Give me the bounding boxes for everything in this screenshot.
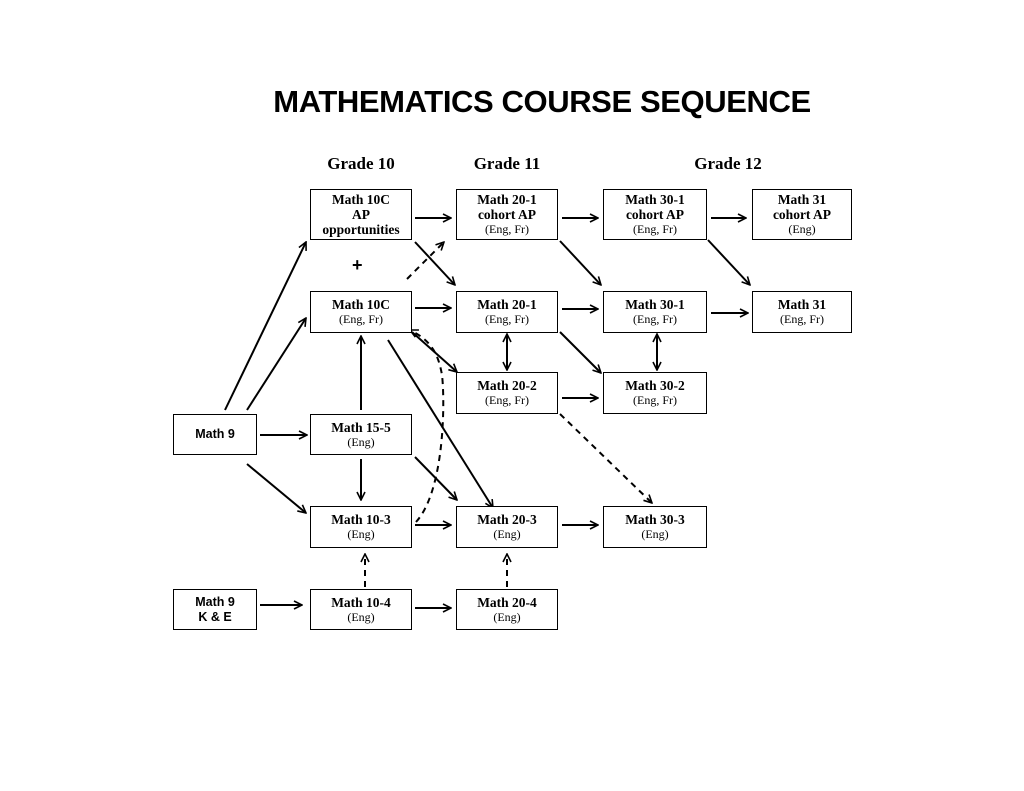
plus-sign: + (352, 255, 363, 275)
arrow-20-1-ap-to-30-1 (559, 240, 601, 285)
dashed-arrow-10c-to-20-1-ap (406, 242, 444, 280)
course-name-line2: cohort AP (772, 207, 832, 222)
course-language: (Eng, Fr) (633, 393, 677, 407)
course-name: Math 20-3 (477, 512, 537, 527)
arrow-math9-to-10c-ap (224, 242, 306, 411)
course-name-line2: AP (352, 207, 370, 222)
course-math-31-cohort-ap: Math 31 cohort AP (Eng) (752, 189, 852, 240)
course-language: (Eng, Fr) (339, 312, 383, 326)
course-language: (Eng, Fr) (485, 393, 529, 407)
course-language: (Eng, Fr) (633, 222, 677, 236)
course-name: Math 20-1 (477, 192, 537, 207)
course-math-20-1-cohort-ap: Math 20-1 cohort AP (Eng, Fr) (456, 189, 558, 240)
course-language: (Eng, Fr) (485, 222, 529, 236)
dashed-arrow-20-2-to-30-3 (559, 413, 652, 503)
course-name: Math 30-1 (625, 192, 685, 207)
course-name: Math 31 (777, 297, 827, 312)
course-math-30-2: Math 30-2 (Eng, Fr) (603, 372, 707, 414)
grade-12-header: Grade 12 (694, 154, 762, 173)
arrow-math9-to-10c (246, 318, 306, 411)
course-name: Math 20-2 (477, 378, 537, 393)
course-name: Math 10C (331, 192, 391, 207)
course-math-30-1: Math 30-1 (Eng, Fr) (603, 291, 707, 333)
course-language: (Eng, Fr) (485, 312, 529, 326)
course-language: (Eng) (493, 527, 521, 541)
course-math-20-4: Math 20-4 (Eng) (456, 589, 558, 630)
course-math-10-3: Math 10-3 (Eng) (310, 506, 412, 548)
course-language: (Eng) (347, 527, 375, 541)
course-language: (Eng) (641, 527, 669, 541)
course-name: Math 9 (195, 594, 235, 609)
course-math-15-5: Math 15-5 (Eng) (310, 414, 412, 455)
course-name-line3: opportunities (322, 222, 400, 237)
grade-11-header: Grade 11 (473, 154, 541, 173)
course-language: (Eng) (347, 609, 375, 624)
course-name: Math 30-1 (625, 297, 685, 312)
arrow-10c-to-20-3 (387, 339, 493, 508)
course-name: Math 15-5 (331, 419, 391, 435)
course-name: Math 10-3 (331, 512, 391, 527)
course-math-10c-ap: Math 10C AP opportunities (310, 189, 412, 240)
arrow-10c-ap-to-20-1 (414, 241, 455, 285)
course-language: (Eng) (788, 222, 816, 236)
arrow-30-1-ap-to-31 (707, 239, 750, 285)
course-name-line2: cohort AP (625, 207, 685, 222)
course-language: (Eng, Fr) (780, 312, 824, 326)
course-name: Math 31 (777, 192, 827, 207)
course-name-line2: K & E (198, 609, 232, 624)
course-math-10c: Math 10C (Eng, Fr) (310, 291, 412, 333)
course-math-30-3: Math 30-3 (Eng) (603, 506, 707, 548)
course-name: Math 10-4 (331, 594, 391, 610)
course-math-31: Math 31 (Eng, Fr) (752, 291, 852, 333)
course-name: Math 10C (331, 297, 391, 312)
course-math-9-ke: Math 9 K & E (173, 589, 257, 630)
dashed-arrow-10-3-to-20-1 (410, 329, 445, 523)
course-math-20-1: Math 20-1 (Eng, Fr) (456, 291, 558, 333)
course-math-20-2: Math 20-2 (Eng, Fr) (456, 372, 558, 414)
course-math-20-3: Math 20-3 (Eng) (456, 506, 558, 548)
course-language: (Eng) (493, 609, 521, 624)
course-name: Math 9 (195, 427, 235, 441)
course-math-10-4: Math 10-4 (Eng) (310, 589, 412, 630)
course-language: (Eng, Fr) (633, 312, 677, 326)
arrow-20-1-to-30-2 (559, 331, 601, 373)
arrow-math9-to-10-3 (246, 463, 306, 513)
course-name: Math 20-1 (477, 297, 537, 312)
page-title: MATHEMATICS COURSE SEQUENCE (273, 84, 811, 119)
course-name: Math 30-3 (625, 512, 685, 527)
course-math-30-1-cohort-ap: Math 30-1 cohort AP (Eng, Fr) (603, 189, 707, 240)
course-language: (Eng) (347, 434, 375, 449)
course-math-9: Math 9 (173, 414, 257, 455)
course-name: Math 20-4 (477, 594, 537, 610)
course-name-line2: cohort AP (477, 207, 537, 222)
course-name: Math 30-2 (625, 378, 685, 393)
grade-10-header: Grade 10 (327, 154, 395, 173)
